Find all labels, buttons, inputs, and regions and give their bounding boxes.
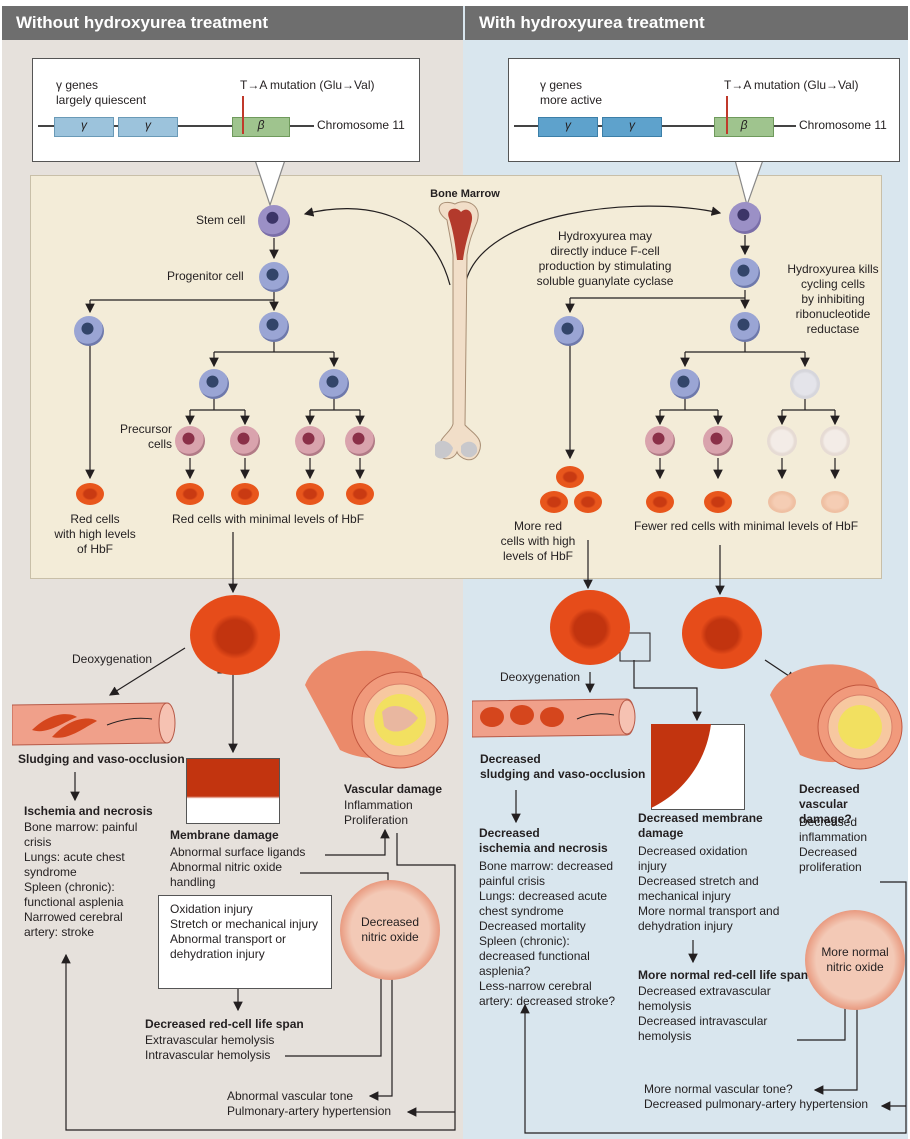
left-injury-box [158,895,332,989]
left-red-cell-3 [296,483,324,505]
right-progenitor-c [670,369,700,399]
bone-icon [435,201,481,461]
right-faded-red-cell-2 [821,491,849,513]
right-red-cell-1 [646,491,674,513]
left-injury-items: Oxidation injury Stretch or mechanical i… [170,902,319,961]
left-precursor-3 [295,426,325,456]
right-gamma-genes-label: γ genes more active [540,78,603,107]
right-stem-cell [729,202,761,234]
right-membrane-items: Decreased oxidation injury Decreased str… [638,844,780,933]
right-ischemia-title: Decreased ischemia and necrosis [479,826,608,855]
right-deoxygenation-label: Deoxygenation [500,670,581,684]
left-ischemia-items: Bone marrow: painful crisis Lungs: acute… [24,820,138,939]
right-chromosome-box [508,58,900,162]
left-large-red-cell [190,595,280,675]
right-sludging-label: Decreased sludging and vaso-occlusion [480,752,646,781]
left-progenitor-b [259,312,289,342]
right-progenitor-b [730,312,760,342]
left-mutation-marker [242,96,244,134]
left-precursor-1 [175,426,205,456]
right-precursor-2 [703,426,733,456]
left-beta-gene: β [232,117,290,137]
left-membrane-title: Membrane damage [170,828,279,842]
left-minimal-hbf-label: Red cells with minimal levels of HbF [172,512,365,526]
right-vessel-normal [472,698,636,738]
hydroxyurea-induce-label: Hydroxyurea may directly induce F-cell p… [536,229,674,288]
left-vascular-tone-label: Abnormal vascular tone Pulmonary-artery … [227,1089,392,1118]
stem-cell-label: Stem cell [196,213,246,227]
right-ischemia-items: Bone marrow: decreased painful crisis Lu… [479,859,616,1008]
left-chromosome-label: Chromosome 11 [317,118,405,132]
right-vascular-tone-label: More normal vascular tone? Decreased pul… [644,1082,869,1111]
left-lifespan-title: Decreased red-cell life span [145,1017,304,1031]
right-gamma-gene-2: γ [602,117,662,137]
left-gamma-gene-1: γ [54,117,114,137]
left-vessel-sickled [12,702,176,746]
right-progenitor-cell [730,258,760,288]
right-red-cell-hbf-2 [540,491,568,513]
right-more-red-label: More red cells with high levels of HbF [500,519,576,563]
left-gamma-genes-label: γ genes largely quiescent [56,78,147,107]
left-membrane-zoom [186,758,280,824]
right-mutation-label: T→A mutation (Glu→Val) [724,78,859,92]
left-deoxygenation-label: Deoxygenation [72,652,153,666]
right-large-red-cell [682,597,762,669]
right-precursor-1 [645,426,675,456]
left-vascular-items: Inflammation Proliferation [344,798,413,827]
hydroxyurea-kills-label: Hydroxyurea kills cycling cells by inhib… [787,262,879,336]
left-red-cell-2 [231,483,259,505]
left-vascular-title: Vascular damage [344,782,443,796]
left-artery-damaged [305,650,449,769]
right-nitric-oxide-circle: More normal nitric oxide [805,910,905,1010]
left-chromosome-box [32,58,420,162]
precursor-cells-label: Precursor cells [119,422,172,451]
right-vascular-title: Decreased vascular damage? [799,782,860,826]
right-progenitor-a [554,316,584,346]
right-membrane-zoom [651,724,745,810]
left-progenitor-a [74,316,104,346]
left-progenitor-cell [259,262,289,292]
left-red-cell-4 [346,483,374,505]
left-mutation-label: T→A mutation (Glu→Val) [240,78,375,92]
right-mutation-marker [726,96,728,134]
right-faded-red-cell-1 [768,491,796,513]
left-lifespan-items: Extravascular hemolysis Intravascular he… [145,1033,275,1062]
left-red-cell-high-hbf [76,483,104,505]
right-red-cell-2 [704,491,732,513]
left-sludging-label: Sludging and vaso-occlusion [18,752,185,766]
right-beta-gene: β [714,117,774,137]
right-killed-precursor-2 [820,426,850,456]
right-vascular-items: Decreased inflammation Decreased prolife… [799,815,868,874]
left-high-hbf-label: Red cells with high levels of HbF [54,512,136,556]
right-artery [770,664,903,770]
right-large-red-cell-hbf [550,590,630,665]
left-header: Without hydroxyurea treatment [2,6,463,40]
right-membrane-title: Decreased membrane damage [638,811,763,840]
right-lifespan-title: More normal red-cell life span [638,968,809,982]
left-membrane-items: Abnormal surface ligands Abnormal nitric… [170,845,306,889]
right-red-cell-hbf-1 [556,466,584,488]
right-killed-progenitor [790,369,820,399]
right-red-cell-hbf-3 [574,491,602,513]
left-stem-cell [258,205,290,237]
left-progenitor-d [319,369,349,399]
right-chromosome-label: Chromosome 11 [799,118,887,132]
right-lifespan-items: Decreased extravascular hemolysis Decrea… [638,984,771,1043]
right-gamma-gene-1: γ [538,117,598,137]
left-red-cell-1 [176,483,204,505]
bone-marrow-label: Bone Marrow [430,188,500,200]
right-fewer-red-label: Fewer red cells with minimal levels of H… [634,519,859,533]
right-killed-precursor-1 [767,426,797,456]
left-progenitor-c [199,369,229,399]
progenitor-cell-label: Progenitor cell [167,269,244,283]
right-header: With hydroxyurea treatment [465,6,908,40]
left-precursor-4 [345,426,375,456]
left-nitric-oxide-circle: Decreased nitric oxide [340,880,440,980]
left-gamma-gene-2: γ [118,117,178,137]
left-precursor-2 [230,426,260,456]
left-ischemia-title: Ischemia and necrosis [24,804,153,818]
